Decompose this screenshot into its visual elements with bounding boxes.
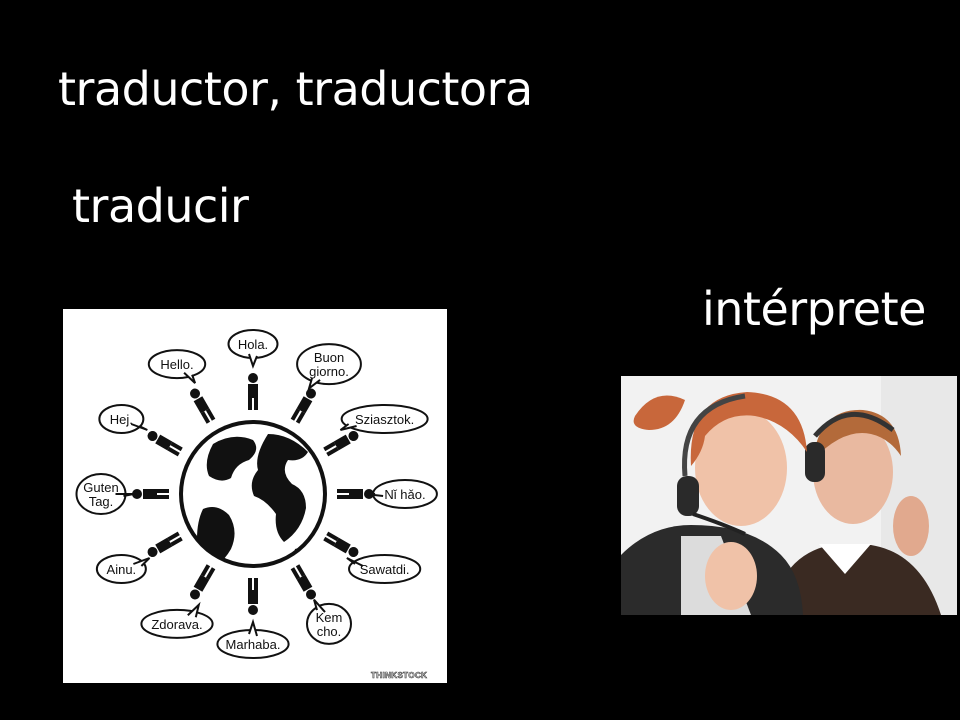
greeting-text: Hola.	[238, 337, 268, 352]
headset-icon	[805, 442, 825, 482]
greeting-text: cho.	[317, 624, 342, 639]
greeting-text: Hello.	[160, 357, 193, 372]
speech-bubble: Sawatdi.	[346, 554, 422, 584]
person-figure	[323, 531, 359, 557]
speech-bubble: Zdorava.	[140, 601, 214, 639]
person-figure	[147, 431, 183, 457]
man-figure	[771, 409, 941, 615]
person-figure	[132, 489, 169, 499]
speech-bubble: Nǐ hǎo.	[364, 479, 438, 509]
person-figure	[190, 388, 216, 424]
interpreters-photo-svg	[621, 376, 957, 615]
watermark-thinkstock: THINKSTOCK	[371, 671, 427, 680]
person-figure	[323, 431, 359, 457]
headset-icon	[677, 476, 699, 516]
word-traductor: traductor, traductora	[58, 62, 533, 116]
greeting-text: Buon	[314, 350, 344, 365]
greeting-text: Sziasztok.	[355, 412, 414, 427]
speech-bubble: Marhaba.	[216, 618, 290, 659]
speech-bubble: Hej.	[98, 404, 148, 434]
person-figure	[290, 388, 316, 424]
greeting-text: Nǐ hǎo.	[384, 487, 425, 502]
microphone-icon	[692, 512, 746, 536]
greeting-text: Sawatdi.	[360, 562, 410, 577]
greeting-text: Hej.	[110, 412, 133, 427]
person-figure	[248, 373, 258, 410]
word-traducir: traducir	[72, 179, 249, 233]
person-figure	[248, 578, 258, 615]
person-figure	[290, 564, 316, 600]
person-figure	[190, 564, 216, 600]
greeting-text: Tag.	[89, 494, 114, 509]
globe-continents	[197, 434, 313, 566]
greeting-text: Zdorava.	[151, 617, 202, 632]
speech-bubble: Sziasztok.	[339, 404, 429, 434]
greeting-text: Marhaba.	[226, 637, 281, 652]
interpreters-photo	[621, 376, 957, 615]
speech-bubble: Hello.	[147, 349, 207, 384]
word-interprete: intérprete	[702, 282, 926, 336]
person-figure	[147, 531, 183, 557]
woman-figure	[621, 392, 807, 615]
greeting-text: giorno.	[309, 364, 349, 379]
greeting-text: Guten	[83, 480, 118, 495]
speech-bubble: Ainu.	[95, 554, 151, 584]
greeting-text: Kem	[316, 610, 343, 625]
speech-bubble: Hola.	[227, 329, 279, 369]
greeting-text: Ainu.	[107, 562, 137, 577]
